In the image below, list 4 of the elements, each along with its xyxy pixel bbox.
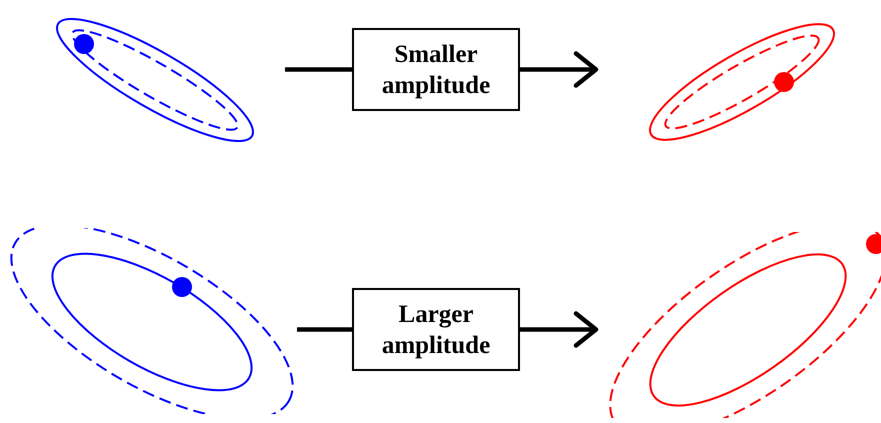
arrow (520, 311, 598, 348)
text-box: Smaller amplitude (352, 28, 520, 111)
arrow (520, 51, 598, 88)
text-box: Larger amplitude (352, 288, 520, 371)
